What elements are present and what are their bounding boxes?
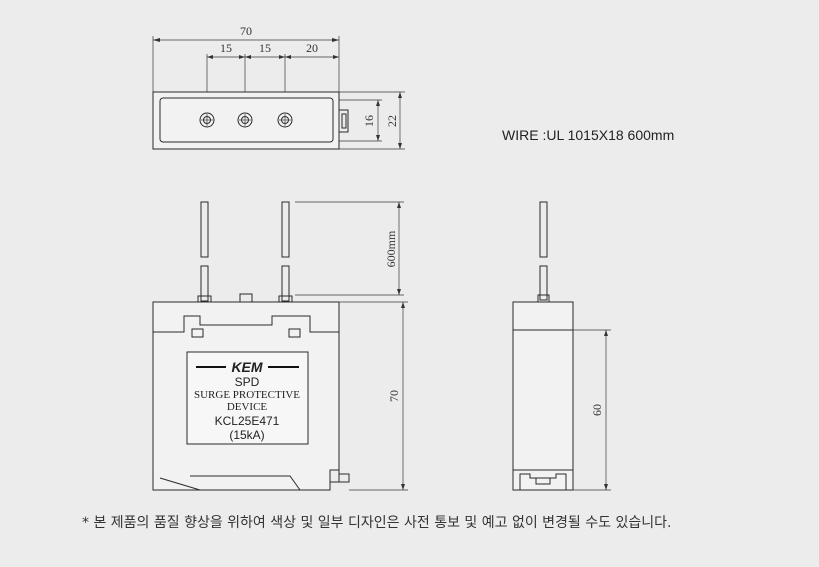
dim-height-inner: 16 — [362, 115, 376, 127]
label-model: KCL25E471 — [215, 414, 280, 428]
dim-wire-length: 600mm — [384, 230, 398, 267]
wire-left-upper — [200, 201, 209, 258]
side-wire-upper — [539, 201, 548, 258]
dim-front-height: 70 — [387, 390, 401, 402]
wire-spec: WIRE :UL 1015X18 600mm — [502, 127, 674, 143]
side-wire-lower — [539, 265, 548, 301]
label-line-3: DEVICE — [227, 401, 268, 413]
side-body — [512, 301, 574, 491]
disclaimer-note: * 본 제품의 품질 향상을 위하여 색상 및 일부 디자인은 사전 통보 및 … — [82, 515, 672, 531]
dim-overall-width: 70 — [240, 24, 252, 38]
side-view: 60 — [512, 201, 611, 491]
dim-pitch-3: 20 — [306, 41, 318, 55]
dim-side-height: 60 — [590, 404, 604, 416]
wire-right-upper — [281, 201, 290, 258]
top-view-body — [152, 91, 340, 150]
dim-pitch-2: 15 — [259, 41, 271, 55]
terminal-2 — [237, 112, 253, 128]
wire-left-lower — [200, 265, 209, 302]
label-line-1: SPD — [235, 375, 260, 389]
terminal-3 — [277, 112, 293, 128]
label-line-2: SURGE PROTECTIVE — [194, 389, 300, 401]
top-view: 70 15 15 20 — [152, 24, 405, 150]
dim-pitch-1: 15 — [220, 41, 232, 55]
label-rating: (15kA) — [229, 428, 264, 442]
dim-height-outer: 22 — [385, 115, 399, 127]
wire-right-lower — [281, 265, 290, 302]
brand-logo: KEM — [231, 359, 262, 375]
terminal-1 — [199, 112, 215, 128]
front-view: 600mm KEM SPD SURGE PROTECTIVE DEVICE KC… — [152, 201, 408, 491]
